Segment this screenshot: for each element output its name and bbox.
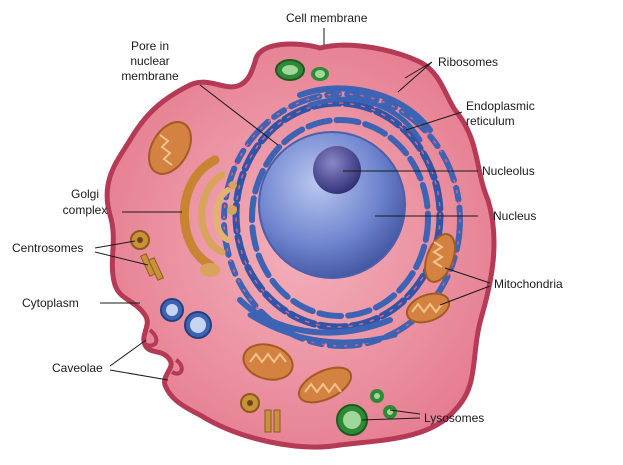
leader-mito-2 bbox=[439, 285, 491, 306]
leader-centrosomes bbox=[94, 240, 136, 249]
caveola-shape-1 bbox=[145, 328, 159, 348]
leader-lines bbox=[94, 28, 491, 421]
label-centrosomes: Centrosomes bbox=[12, 241, 83, 255]
leader-caveolae-2 bbox=[109, 369, 169, 381]
golgi-complex bbox=[179, 155, 237, 277]
label-cell-membrane: Cell membrane bbox=[286, 11, 368, 25]
label-er-line2: reticulum bbox=[466, 114, 515, 128]
label-nucleus: Nucleus bbox=[493, 209, 536, 223]
leader-caveolae bbox=[109, 339, 147, 367]
label-caveolae: Caveolae bbox=[52, 361, 103, 375]
label-pore-line2: nuclear bbox=[130, 54, 169, 68]
endoplasmic-reticulum bbox=[221, 85, 463, 349]
leader-mito bbox=[444, 267, 491, 284]
vesicles bbox=[160, 59, 397, 436]
label-pore-line1: Pore in bbox=[131, 39, 169, 53]
label-nucleolus: Nucleolus bbox=[482, 164, 535, 178]
label-mitochondria: Mitochondria bbox=[494, 277, 563, 291]
leader-pore bbox=[199, 84, 279, 146]
label-golgi-line2: complex bbox=[63, 203, 108, 217]
leader-centrosomes-2 bbox=[94, 251, 149, 266]
leader-lysosomes bbox=[361, 417, 421, 421]
label-ribosomes: Ribosomes bbox=[438, 55, 498, 69]
label-lysosomes: Lysosomes bbox=[424, 411, 484, 425]
label-cytoplasm: Cytoplasm bbox=[22, 296, 79, 310]
nucleus-shape bbox=[258, 131, 406, 279]
leader-er bbox=[405, 111, 463, 131]
leader-lysosomes-2 bbox=[389, 409, 421, 415]
leader-ribosomes-2 bbox=[397, 61, 433, 93]
mitochondria-group bbox=[148, 121, 456, 404]
nucleolus-shape bbox=[313, 146, 361, 194]
caveola-shape-2 bbox=[170, 358, 184, 376]
label-pore-line3: membrane bbox=[121, 69, 179, 83]
label-er-line1: Endoplasmic bbox=[466, 99, 535, 113]
leader-ribosomes bbox=[404, 61, 433, 79]
label-golgi-line1: Golgi bbox=[71, 187, 99, 201]
